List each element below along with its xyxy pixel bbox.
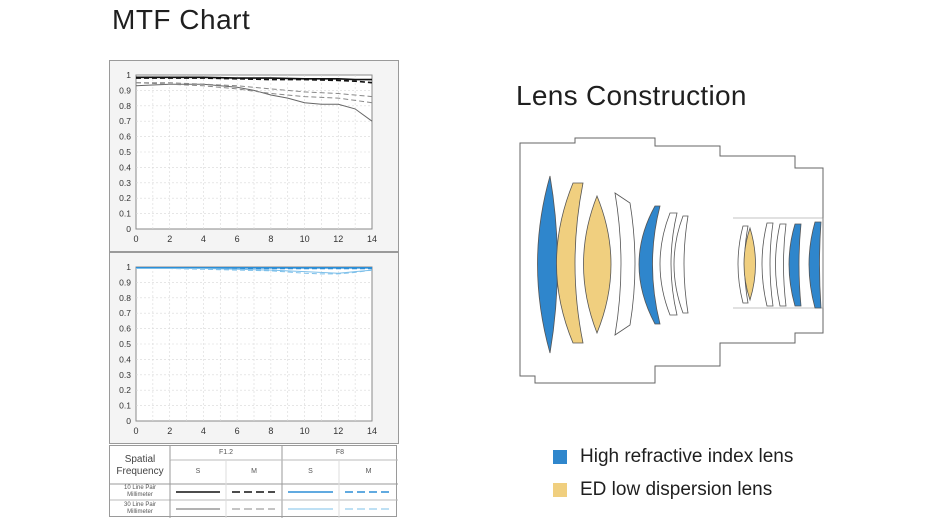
f12-xtick-label: 10 xyxy=(300,234,310,244)
f8-xtick-label: 14 xyxy=(367,426,377,436)
f12-ytick-label: 0.1 xyxy=(119,209,131,219)
lens-element-9-ed xyxy=(743,226,756,302)
f12-ytick-label: 0 xyxy=(126,224,131,234)
f12-series-1 xyxy=(136,76,372,81)
f12-xtick-label: 4 xyxy=(201,234,206,244)
f12-ytick-label: 0.9 xyxy=(119,85,131,95)
f8-xtick-label: 4 xyxy=(201,426,206,436)
lens-element-11 xyxy=(775,223,787,307)
f12-ytick-label: 0.8 xyxy=(119,101,131,111)
legend-row-30-lp: 30 Line Pair Millimeter xyxy=(123,502,157,515)
ed-swatch xyxy=(553,483,567,497)
legend-col-meridional-f12: M xyxy=(251,468,257,475)
f8-xtick-label: 8 xyxy=(268,426,273,436)
f8-xtick-label: 12 xyxy=(333,426,343,436)
f12-ytick-label: 0.5 xyxy=(119,147,131,157)
legend-col-sagittal-f8: S xyxy=(308,468,313,475)
f8-series-2 xyxy=(136,267,372,270)
mtf-chart-title: MTF Chart xyxy=(112,4,251,35)
f12-xtick-label: 0 xyxy=(133,234,138,244)
lens-element-12-high-refractive xyxy=(788,223,802,307)
f8-ytick-label: 1 xyxy=(126,262,131,272)
legend-col-sagittal-f12: S xyxy=(195,468,201,475)
legend-aperture-f12: F1.2 xyxy=(218,449,233,456)
lens-legend-label-high-refractive: High refractive index lens xyxy=(580,446,794,467)
lens-element-5-high-refractive xyxy=(638,205,661,325)
lens-element-1-high-refractive xyxy=(537,175,558,354)
legend-table-grid xyxy=(110,446,398,518)
lens-element-4 xyxy=(614,192,636,336)
lens-element-13-high-refractive xyxy=(808,221,822,309)
f12-series-3 xyxy=(135,83,373,122)
f8-ytick-label: 0.4 xyxy=(119,354,131,364)
lens-legend-high-refractive: High refractive index lens xyxy=(553,446,793,468)
lens-element-2-ed xyxy=(556,182,584,344)
f8-xtick-label: 0 xyxy=(133,426,138,436)
f8-ytick-label: 0.7 xyxy=(119,308,131,318)
f12-xtick-label: 14 xyxy=(367,234,377,244)
f12-xtick-label: 12 xyxy=(333,234,343,244)
legend-row-10-lp: 10 Line Pair Millimeter xyxy=(123,485,157,498)
f8-series-4 xyxy=(136,268,373,275)
lens-element-6 xyxy=(659,212,678,316)
f12-series-2 xyxy=(136,77,373,84)
lens-element-7 xyxy=(673,215,689,314)
f8-ytick-label: 0.2 xyxy=(119,385,131,395)
lens-legend-label-ed: ED low dispersion lens xyxy=(580,479,773,500)
f8-xtick-label: 6 xyxy=(235,426,240,436)
legend-aperture-f8: F8 xyxy=(335,449,345,456)
lens-element-3-ed xyxy=(583,194,612,335)
lens-construction-title: Lens Construction xyxy=(516,80,747,111)
f8-ytick-label: 0.9 xyxy=(119,277,131,287)
legend-col-meridional-f8: M xyxy=(365,468,372,475)
f8-ytick-label: 0.5 xyxy=(119,339,131,349)
f12-xtick-label: 8 xyxy=(268,234,273,244)
f12-xtick-label: 6 xyxy=(235,234,240,244)
lens-construction-diagram xyxy=(519,137,824,384)
f12-ytick-label: 1 xyxy=(126,70,131,80)
f12-ytick-label: 0.3 xyxy=(119,178,131,188)
f8-ytick-label: 0.1 xyxy=(119,401,131,411)
high-refractive-swatch xyxy=(553,450,567,464)
f12-xtick-label: 2 xyxy=(167,234,172,244)
lens-legend-ed: ED low dispersion lens xyxy=(553,479,772,501)
f8-ytick-label: 0 xyxy=(126,416,131,426)
f8-ytick-label: 0.8 xyxy=(119,293,131,303)
f8-ytick-label: 0.3 xyxy=(119,370,131,380)
lens-barrel-outline xyxy=(519,137,824,384)
f8-xtick-label: 10 xyxy=(300,426,310,436)
f12-ytick-label: 0.6 xyxy=(119,132,131,142)
lens-rear-frame xyxy=(733,217,824,309)
lens-element-8 xyxy=(737,225,749,304)
mtf-legend-table: Spatial Frequency F1.2 F8 S M S M 10 Lin… xyxy=(109,445,398,518)
f8-ytick-label: 0.6 xyxy=(119,324,131,334)
f8-xtick-label: 2 xyxy=(167,426,172,436)
f12-ytick-label: 0.2 xyxy=(119,193,131,203)
f12-ytick-label: 0.4 xyxy=(119,162,131,172)
lens-element-10 xyxy=(761,222,774,307)
f12-ytick-label: 0.7 xyxy=(119,116,131,126)
legend-header-spatial-frequency: Spatial Frequency xyxy=(116,454,164,477)
